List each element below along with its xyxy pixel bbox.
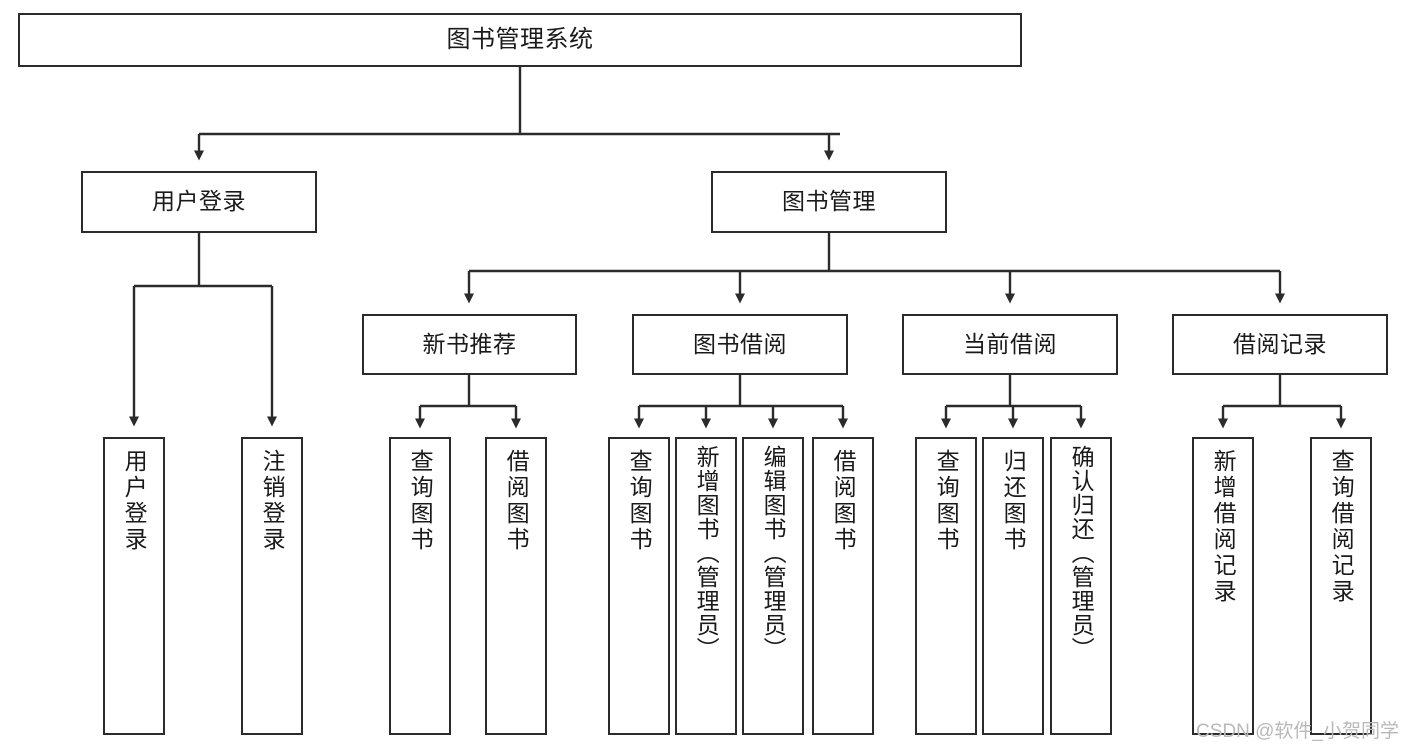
node-new-book-rec[interactable]: 新书推荐 xyxy=(362,314,577,375)
node-book-borrow[interactable]: 图书借阅 xyxy=(632,314,848,375)
node-borrow-record-label: 借阅记录 xyxy=(1233,330,1327,357)
node-leaf-add-book[interactable]: 新增图书（管理员） xyxy=(675,437,737,735)
node-root[interactable]: 图书管理系统 xyxy=(18,13,1022,67)
node-leaf-edit-book-label: 编辑图书（管理员） xyxy=(760,445,787,661)
node-leaf-return-book-label: 归还图书 xyxy=(1000,449,1027,553)
node-user-login[interactable]: 用户登录 xyxy=(81,171,317,233)
node-book-borrow-label: 图书借阅 xyxy=(693,330,787,357)
node-leaf-borrow-book-rec-label: 借阅图书 xyxy=(503,449,530,553)
node-leaf-user-login[interactable]: 用户登录 xyxy=(103,437,165,735)
node-leaf-borrow-book-rec[interactable]: 借阅图书 xyxy=(485,437,547,735)
node-root-label: 图书管理系统 xyxy=(446,25,594,53)
node-leaf-borrow-book[interactable]: 借阅图书 xyxy=(812,437,874,735)
node-leaf-query-book-rec-label: 查询图书 xyxy=(407,449,434,553)
node-leaf-logout-label: 注销登录 xyxy=(259,449,286,553)
node-book-manage[interactable]: 图书管理 xyxy=(711,171,947,233)
node-current-borrow-label: 当前借阅 xyxy=(963,330,1057,357)
node-leaf-logout[interactable]: 注销登录 xyxy=(241,437,303,735)
node-leaf-add-record[interactable]: 新增借阅记录 xyxy=(1192,437,1254,735)
node-user-login-label: 用户登录 xyxy=(152,188,246,215)
node-leaf-query-book-rec[interactable]: 查询图书 xyxy=(389,437,451,735)
node-leaf-confirm-return[interactable]: 确认归还（管理员） xyxy=(1050,437,1112,735)
node-leaf-query-book-borrow[interactable]: 查询图书 xyxy=(608,437,670,735)
node-leaf-user-login-label: 用户登录 xyxy=(121,449,148,553)
node-current-borrow[interactable]: 当前借阅 xyxy=(902,314,1118,375)
node-leaf-confirm-return-label: 确认归还（管理员） xyxy=(1068,445,1095,661)
node-leaf-edit-book[interactable]: 编辑图书（管理员） xyxy=(742,437,804,735)
node-leaf-query-record[interactable]: 查询借阅记录 xyxy=(1310,437,1372,735)
node-leaf-query-book-current[interactable]: 查询图书 xyxy=(915,437,977,735)
node-borrow-record[interactable]: 借阅记录 xyxy=(1172,314,1388,375)
node-new-book-rec-label: 新书推荐 xyxy=(422,330,517,357)
node-leaf-query-record-label: 查询借阅记录 xyxy=(1328,449,1355,605)
node-leaf-query-book-borrow-label: 查询图书 xyxy=(626,449,653,553)
node-leaf-add-book-label: 新增图书（管理员） xyxy=(693,445,720,661)
node-leaf-query-book-current-label: 查询图书 xyxy=(933,449,960,553)
node-book-manage-label: 图书管理 xyxy=(782,188,876,215)
node-leaf-borrow-book-label: 借阅图书 xyxy=(830,449,857,553)
node-leaf-add-record-label: 新增借阅记录 xyxy=(1210,449,1237,605)
node-leaf-return-book[interactable]: 归还图书 xyxy=(982,437,1044,735)
